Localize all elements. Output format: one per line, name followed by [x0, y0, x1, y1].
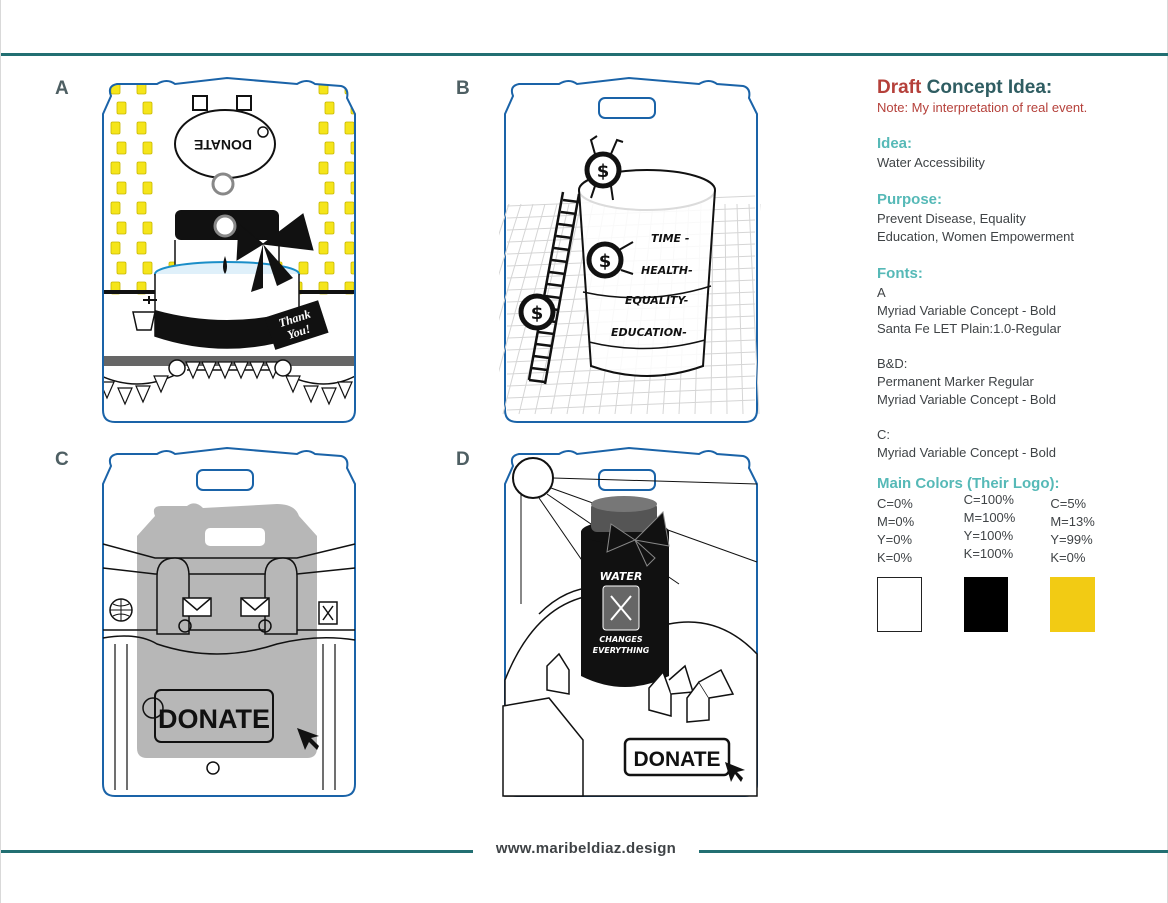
bottle-text-water: WATER: [600, 570, 643, 583]
fonts-bd-2: Myriad Variable Concept - Bold: [877, 392, 1056, 407]
fonts-heading: Fonts:: [877, 265, 923, 282]
concept-info: Draft Concept Idea: Note: My interpretat…: [877, 76, 1137, 632]
coin-middle: $: [586, 241, 634, 279]
panel-d-illustration: WATER CHANGES EVERYTHING DONATE: [502, 446, 758, 797]
cmyk-yellow: C=5% M=13% Y=99% K=0%: [1050, 495, 1137, 567]
panel-a-illustration: DONATE Thank You!: [102, 76, 356, 423]
cmyk-black-c: C=100%: [963, 492, 1014, 507]
glass-label-health: HEALTH-: [641, 264, 693, 277]
panel-letter-d: D: [456, 449, 470, 470]
cmyk-yellow-c: C=5%: [1050, 496, 1087, 511]
cmyk-black-k: K=100%: [963, 546, 1014, 561]
swatch-yellow: [1050, 577, 1096, 632]
cmyk-yellow-k: K=0%: [1050, 550, 1086, 565]
draft-title-rest: Concept Idea:: [921, 77, 1053, 98]
bottle-text-changes: CHANGES: [599, 635, 642, 644]
cmyk-white-k: K=0%: [877, 550, 913, 565]
footer-rule-left: [1, 850, 473, 853]
thank-you-text-2: You!: [286, 321, 313, 342]
cmyk-yellow-y: Y=99%: [1050, 532, 1093, 547]
note-text: Note: My interpretation of real event.: [877, 100, 1088, 115]
panel-b: TIME - HEALTH- EQUALITY- EDUCATION- $ $: [499, 74, 761, 426]
swatch-black: [963, 577, 1009, 632]
draft-title-red: Draft: [877, 77, 922, 98]
panel-b-illustration: TIME - HEALTH- EQUALITY- EDUCATION- $ $: [499, 76, 761, 423]
idea-heading: Idea:: [877, 135, 913, 152]
fonts-a-2: Santa Fe LET Plain:1.0-Regular: [877, 321, 1062, 336]
fonts-bd-1: Permanent Marker Regular: [877, 374, 1034, 389]
top-rule: [1, 53, 1168, 56]
svg-text:$: $: [531, 303, 544, 324]
fonts-a-label: A: [877, 285, 886, 300]
cmyk-black: C=100% M=100% Y=100% K=100%: [964, 491, 1051, 567]
fonts-bd-label: B&D:: [877, 356, 908, 371]
idea-text: Water Accessibility: [877, 155, 985, 170]
cmyk-yellow-m: M=13%: [1050, 514, 1095, 529]
footer-rule-right: [699, 850, 1168, 853]
swatch-white: [877, 577, 922, 632]
bottle-text-everything: EVERYTHING: [593, 646, 650, 655]
cmyk-black-m: M=100%: [963, 510, 1016, 525]
colors-heading: Main Colors (Their Logo):: [877, 475, 1060, 492]
glass-label-time: TIME -: [651, 232, 689, 245]
panel-letter-a: A: [55, 78, 69, 99]
cmyk-values: C=0% M=0% Y=0% K=0% C=100% M=100% Y=100%…: [877, 492, 1137, 567]
panel-c: DONATE: [97, 444, 359, 797]
panel-d-donate-text: DONATE: [633, 748, 720, 771]
coin-top: $: [584, 135, 624, 201]
purpose-line-1: Prevent Disease, Equality: [877, 211, 1026, 226]
glass-label-equality: EQUALITY-: [625, 294, 688, 307]
cmyk-black-y: Y=100%: [963, 528, 1014, 543]
panel-a: DONATE Thank You!: [97, 74, 359, 426]
fonts-a-1: Myriad Variable Concept - Bold: [877, 303, 1056, 318]
fonts-c-label: C:: [877, 427, 890, 442]
panel-letter-b: B: [456, 78, 470, 99]
color-swatches: [877, 577, 1137, 632]
footer-url: www.maribeldiaz.design: [495, 840, 677, 857]
cmyk-white: C=0% M=0% Y=0% K=0%: [877, 495, 964, 567]
panel-letter-c: C: [55, 449, 69, 470]
svg-text:$: $: [599, 251, 612, 272]
purpose-heading: Purpose:: [877, 191, 943, 208]
panel-c-illustration: DONATE: [102, 446, 356, 797]
coin-bottom: $: [518, 293, 556, 331]
purpose-line-2: Education, Women Empowerment: [877, 229, 1075, 244]
panel-c-donate-text: DONATE: [158, 704, 270, 734]
cmyk-white-m: M=0%: [877, 514, 915, 529]
panel-d: WATER CHANGES EVERYTHING DONATE: [499, 444, 761, 797]
fonts-c-1: Myriad Variable Concept - Bold: [877, 445, 1056, 460]
cmyk-white-y: Y=0%: [877, 532, 913, 547]
piggy-donate-text: DONATE: [194, 137, 252, 153]
cmyk-white-c: C=0%: [877, 496, 913, 511]
glass-label-education: EDUCATION-: [611, 326, 687, 339]
svg-text:$: $: [597, 161, 610, 182]
draft-title: Draft Concept Idea:: [877, 76, 1137, 100]
